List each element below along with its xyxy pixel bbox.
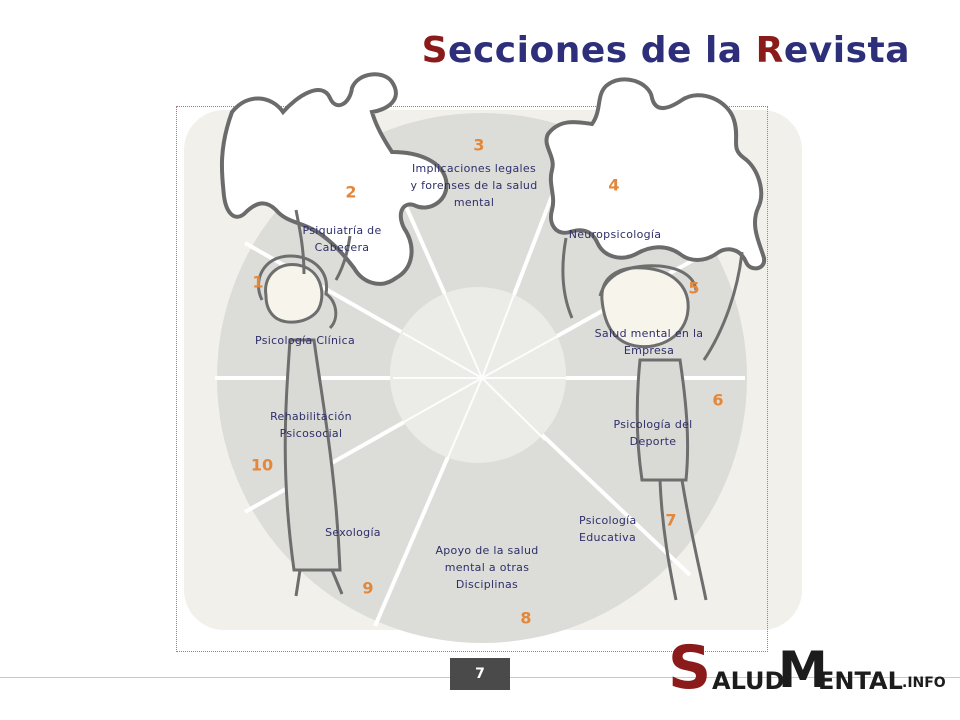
section-number-8: 8 — [520, 608, 532, 628]
section-label-7: Psicología Educativa — [579, 514, 637, 544]
woman-arm — [294, 209, 306, 275]
woman-leg — [294, 569, 302, 597]
page-number: 7 — [450, 658, 510, 690]
diagram-frame — [176, 106, 768, 652]
man-figure-illustration — [561, 237, 744, 601]
hub-spoke — [481, 377, 546, 441]
section-number-4: 4 — [608, 175, 620, 195]
hub-spoke — [442, 289, 483, 379]
section-label-8: Apoyo de la salud mental a otras Discipl… — [435, 544, 539, 591]
section-label-6: Psicología del Deporte — [613, 418, 693, 448]
section-number-7: 7 — [665, 510, 677, 530]
man-arm — [702, 251, 744, 361]
logo-letter-s: S — [668, 633, 712, 703]
woman-leg — [330, 569, 344, 595]
man-leg — [680, 479, 708, 601]
woman-dress — [283, 338, 342, 572]
section-number-9: 9 — [362, 578, 374, 598]
woman-figure-illustration — [257, 209, 352, 597]
woman-hair — [257, 254, 338, 330]
logo-text-info: .INFO — [902, 675, 946, 691]
man-hair — [598, 264, 698, 297]
section-number-1: 1 — [252, 272, 264, 292]
title-accent-s: S — [421, 30, 449, 71]
title-part-2: evista — [783, 30, 910, 71]
section-number-3: 3 — [473, 135, 485, 155]
hub-spokes — [393, 289, 570, 463]
man-body — [635, 358, 690, 482]
section-label-10: Rehabilitación Psicosocial — [270, 410, 352, 440]
section-label-9: Sexología — [325, 526, 381, 539]
section-label-5: Salud mental en la Empresa — [594, 327, 704, 357]
section-number-5: 5 — [688, 278, 700, 298]
hub-spoke — [401, 377, 483, 424]
section-label-4: Neuropsicología — [568, 228, 662, 241]
title-part-1: ecciones de la — [448, 30, 756, 71]
logo-text-alud: ALUD — [712, 667, 785, 695]
page-title: Secciones de la Revista — [422, 30, 910, 71]
hub-spoke — [402, 332, 483, 379]
right-puzzle-piece-illustration — [544, 77, 767, 271]
section-label-3: Implicaciones legales y forenses de la s… — [410, 162, 538, 209]
hub-spoke — [481, 291, 516, 379]
hub-spoke — [481, 331, 566, 379]
hub-spoke — [445, 377, 483, 463]
section-number-6: 6 — [712, 390, 724, 410]
woman-arm — [334, 235, 352, 281]
left-puzzle-piece-illustration — [219, 72, 449, 286]
title-accent-r: R — [755, 30, 784, 71]
logo-letter-m: M — [778, 641, 828, 699]
section-label-1: Psicología Clínica — [254, 334, 356, 347]
man-arm — [561, 237, 574, 319]
man-leg — [658, 479, 678, 601]
woman-head — [264, 263, 324, 324]
section-number-10: 10 — [250, 455, 274, 475]
logo-text-ental: ENTAL — [818, 667, 903, 695]
section-label-2: Psiquiatría de Cabecera — [302, 224, 382, 254]
section-number-2: 2 — [345, 182, 357, 202]
